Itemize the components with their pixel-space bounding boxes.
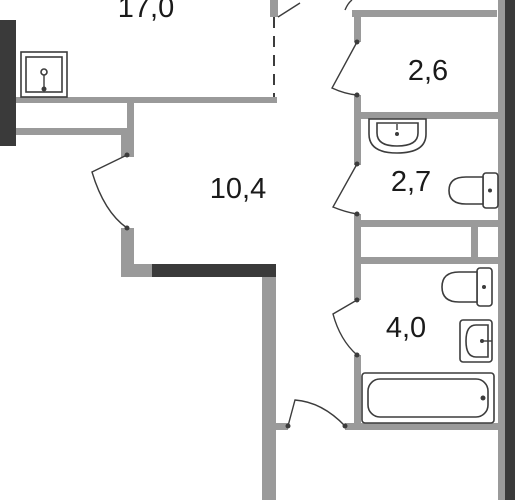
door-bottom-latch [342,423,348,429]
wall-shaft-post [471,227,478,257]
fixtures [20,51,499,424]
area-label-room-top-left: 17,0 [118,0,174,24]
bath-toilet-icon [441,267,493,307]
wall-hall-left-top [121,135,134,157]
door-bath-latch [354,352,360,358]
door-bath-hinge [354,297,360,303]
wall-shelf-post [127,103,134,135]
wall-bottom-stub [276,423,288,430]
area-label-room-wc: 2,7 [391,166,431,198]
door-hall [91,154,128,229]
exterior-wall-right [505,0,515,500]
wall-top-stub [270,0,278,17]
wall-right [498,0,505,500]
door-closet-hinge [354,39,360,45]
area-label-room-closet: 2,6 [408,55,448,87]
wall-wc-left-lower [354,214,361,264]
door-bottom-hinge [285,423,291,429]
area-label-room-hall: 10,4 [210,173,266,205]
washbasin-icon [368,118,427,154]
door-wc [332,163,358,215]
door-closet-latch [354,92,360,98]
door-bath [332,299,358,356]
wall-bath-left-bottom [354,355,361,423]
door-top [277,0,353,18]
door-hall-hinge [124,152,130,158]
room-labels: 17,0 10,4 2,6 2,7 4,0 [118,0,448,344]
bathtub-icon [361,372,495,424]
wall-closet-wc [361,112,498,119]
door-wc-latch [354,211,360,217]
door-bottom [287,399,346,427]
exterior-wall-hall [152,264,276,277]
area-label-room-bathroom: 4,0 [386,312,426,344]
wall-room-bottom [16,97,277,103]
door-hall-latch [124,225,130,231]
wall-closet-left-bottom [354,95,361,165]
exterior-wall-left [0,20,16,146]
wall-hall-left-foot [121,264,152,277]
kitchen-sink-icon [20,51,68,98]
wall-closet-left-top [354,17,361,42]
door-closet [331,41,358,96]
door-wc-hinge [354,161,360,167]
wall-shelf [16,128,134,135]
toilet-icon [448,172,499,209]
doors [91,0,360,429]
bath-sink-icon [459,319,493,363]
wall-bottom-right [345,423,498,430]
wall-bath-top [354,257,498,264]
wall-bath-left-top [354,264,361,300]
wall-center-vertical [262,277,276,500]
wall-wc-bath [361,220,498,227]
wall-top-right [352,10,497,17]
